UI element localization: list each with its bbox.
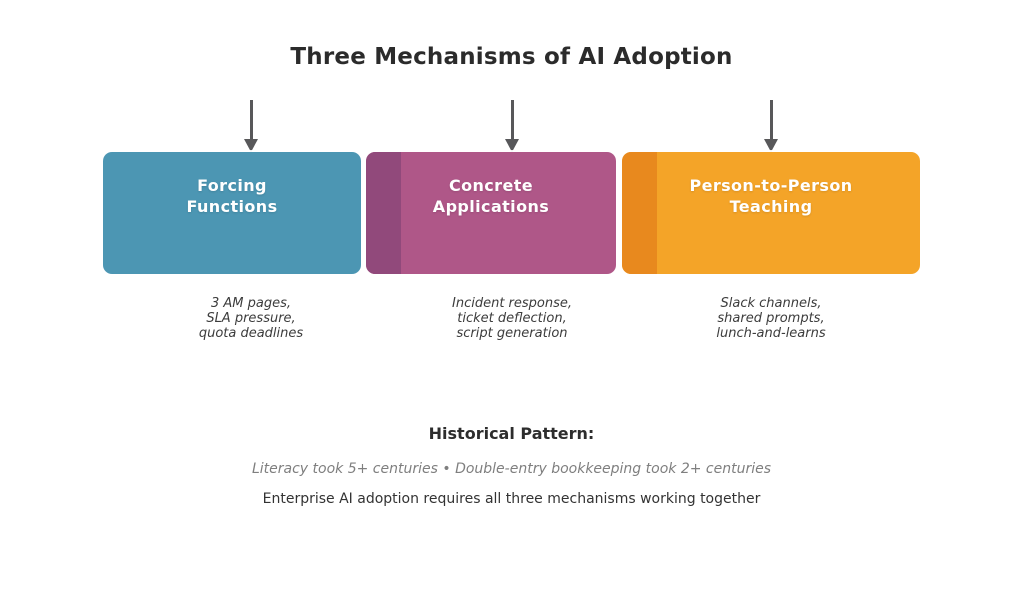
arrow-head [764, 139, 778, 152]
example-line: ticket deflection, [457, 311, 567, 326]
arrow-head [505, 139, 519, 152]
example-line: lunch-and-learns [716, 326, 826, 341]
accent-stripe [622, 152, 657, 274]
example-line: shared prompts, [717, 311, 825, 326]
example-line: SLA pressure, [206, 311, 296, 326]
conclusion-text: Enterprise AI adoption requires all thre… [262, 491, 761, 507]
accent-stripe [366, 152, 401, 274]
historical-comparison-text: Literacy took 5+ centuries • Double-entr… [251, 461, 772, 477]
mechanism-label-line: Applications [432, 197, 550, 216]
mechanism-label-line: Person-to-Person [689, 176, 853, 195]
arrow-shaft [769, 100, 773, 139]
example-line: quota deadlines [198, 326, 304, 341]
diagram-title: Three Mechanisms of AI Adoption [290, 44, 733, 70]
example-line: Incident response, [451, 296, 573, 311]
historical-pattern-heading: Historical Pattern: [428, 424, 595, 443]
down-arrow-icon [244, 100, 258, 152]
example-line: script generation [456, 326, 568, 341]
mechanism-label: Concrete Applications [366, 175, 616, 217]
mechanism-label-line: Concrete [448, 176, 534, 195]
down-arrow-icon [764, 100, 778, 152]
mechanism-box-person-to-person-teaching: Person-to-Person Teaching [622, 152, 920, 274]
example-line: Slack channels, [720, 296, 822, 311]
mechanism-box-forcing-functions: Forcing Functions [103, 152, 361, 274]
mechanism-examples: Incident response, ticket deflection, sc… [452, 296, 572, 341]
mechanism-examples: 3 AM pages, SLA pressure, quota deadline… [199, 296, 303, 341]
mechanism-examples: Slack channels, shared prompts, lunch-an… [716, 296, 825, 341]
down-arrow-icon [505, 100, 519, 152]
example-line: 3 AM pages, [210, 296, 292, 311]
mechanism-label-line: Functions [186, 197, 278, 216]
mechanism-label-line: Forcing [197, 176, 267, 195]
mechanism-box-concrete-applications: Concrete Applications [366, 152, 616, 274]
mechanism-label: Person-to-Person Teaching [622, 175, 920, 217]
arrow-shaft [249, 100, 253, 139]
arrow-shaft [510, 100, 514, 139]
mechanism-label: Forcing Functions [103, 175, 361, 217]
arrow-head [244, 139, 258, 152]
mechanism-label-line: Teaching [729, 197, 813, 216]
